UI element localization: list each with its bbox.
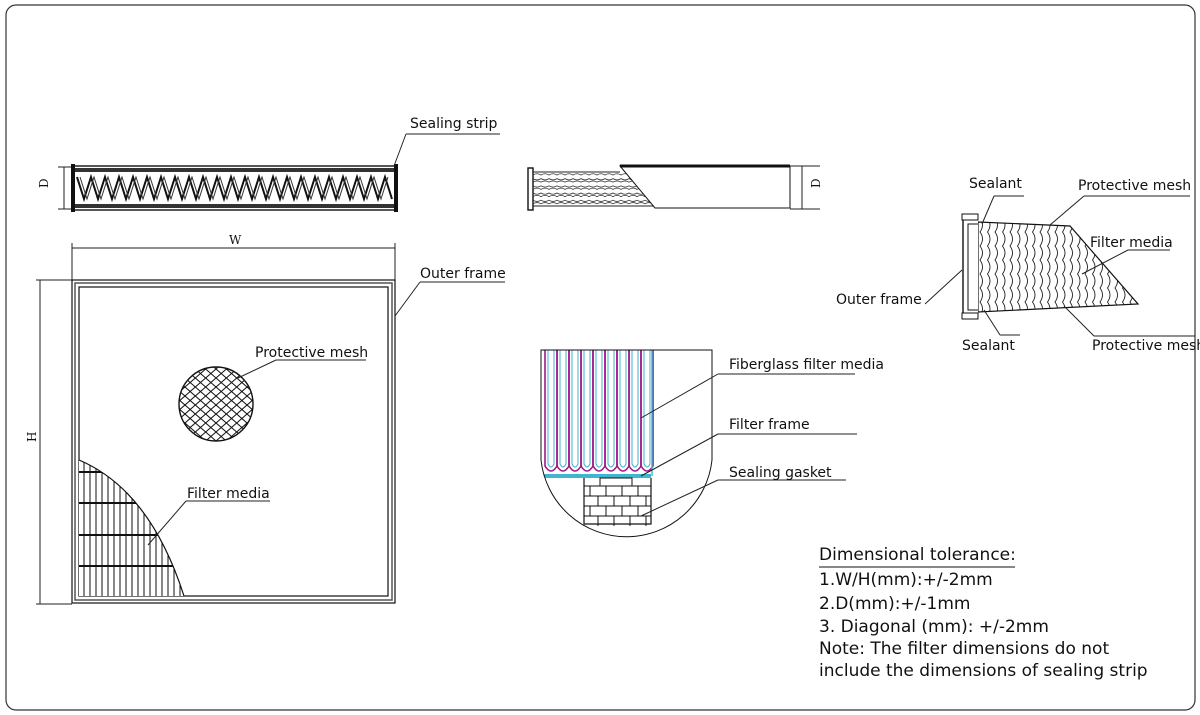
tolerance-line-3: 3. Diagonal (mm): +/-2mm (819, 617, 1049, 637)
depth-label-right: D (809, 178, 823, 188)
sealant-bottom-label: Sealant (962, 338, 1015, 354)
front-view: W H Protective mesh Filter media Outer f… (25, 233, 506, 605)
outer-frame-side-label: Outer frame (836, 292, 922, 308)
protective-mesh-label: Protective mesh (255, 345, 368, 361)
tolerance-line-2: 2.D(mm):+/-1mm (819, 594, 970, 614)
outer-frame-label: Outer frame (420, 266, 506, 282)
page-border (5, 4, 1196, 711)
protective-mesh-top-label: Protective mesh (1078, 178, 1191, 194)
tolerance-note-line-1: Note: The filter dimensions do not (819, 639, 1109, 659)
right-side-view: Sealant Protective mesh Filter media Out… (836, 176, 1200, 354)
filter-media-side-label: Filter media (1090, 235, 1173, 251)
tolerance-note: Dimensional tolerance: 1.W/H(mm):+/-2mm … (819, 545, 1148, 681)
fiberglass-media-label: Fiberglass filter media (729, 357, 884, 373)
tolerance-line-1: 1.W/H(mm):+/-2mm (819, 570, 993, 590)
middle-side-view: D (527, 164, 823, 211)
filter-frame-label: Filter frame (729, 417, 810, 433)
width-label: W (229, 233, 242, 247)
sealing-gasket-label: Sealing gasket (729, 465, 832, 481)
tolerance-title: Dimensional tolerance: (819, 545, 1016, 565)
sealing-strip-label: Sealing strip (410, 116, 497, 132)
filter-media-label: Filter media (187, 486, 270, 502)
sealant-top-label: Sealant (969, 176, 1022, 192)
top-side-view: D Sealing strip (37, 116, 500, 212)
tolerance-note-line-2: include the dimensions of sealing strip (819, 661, 1148, 681)
depth-label-left: D (37, 178, 51, 188)
protective-mesh-bottom-label: Protective mesh (1092, 338, 1200, 354)
detail-view: Fiberglass filter media Filter frame Sea… (540, 349, 884, 538)
height-label: H (25, 432, 39, 442)
